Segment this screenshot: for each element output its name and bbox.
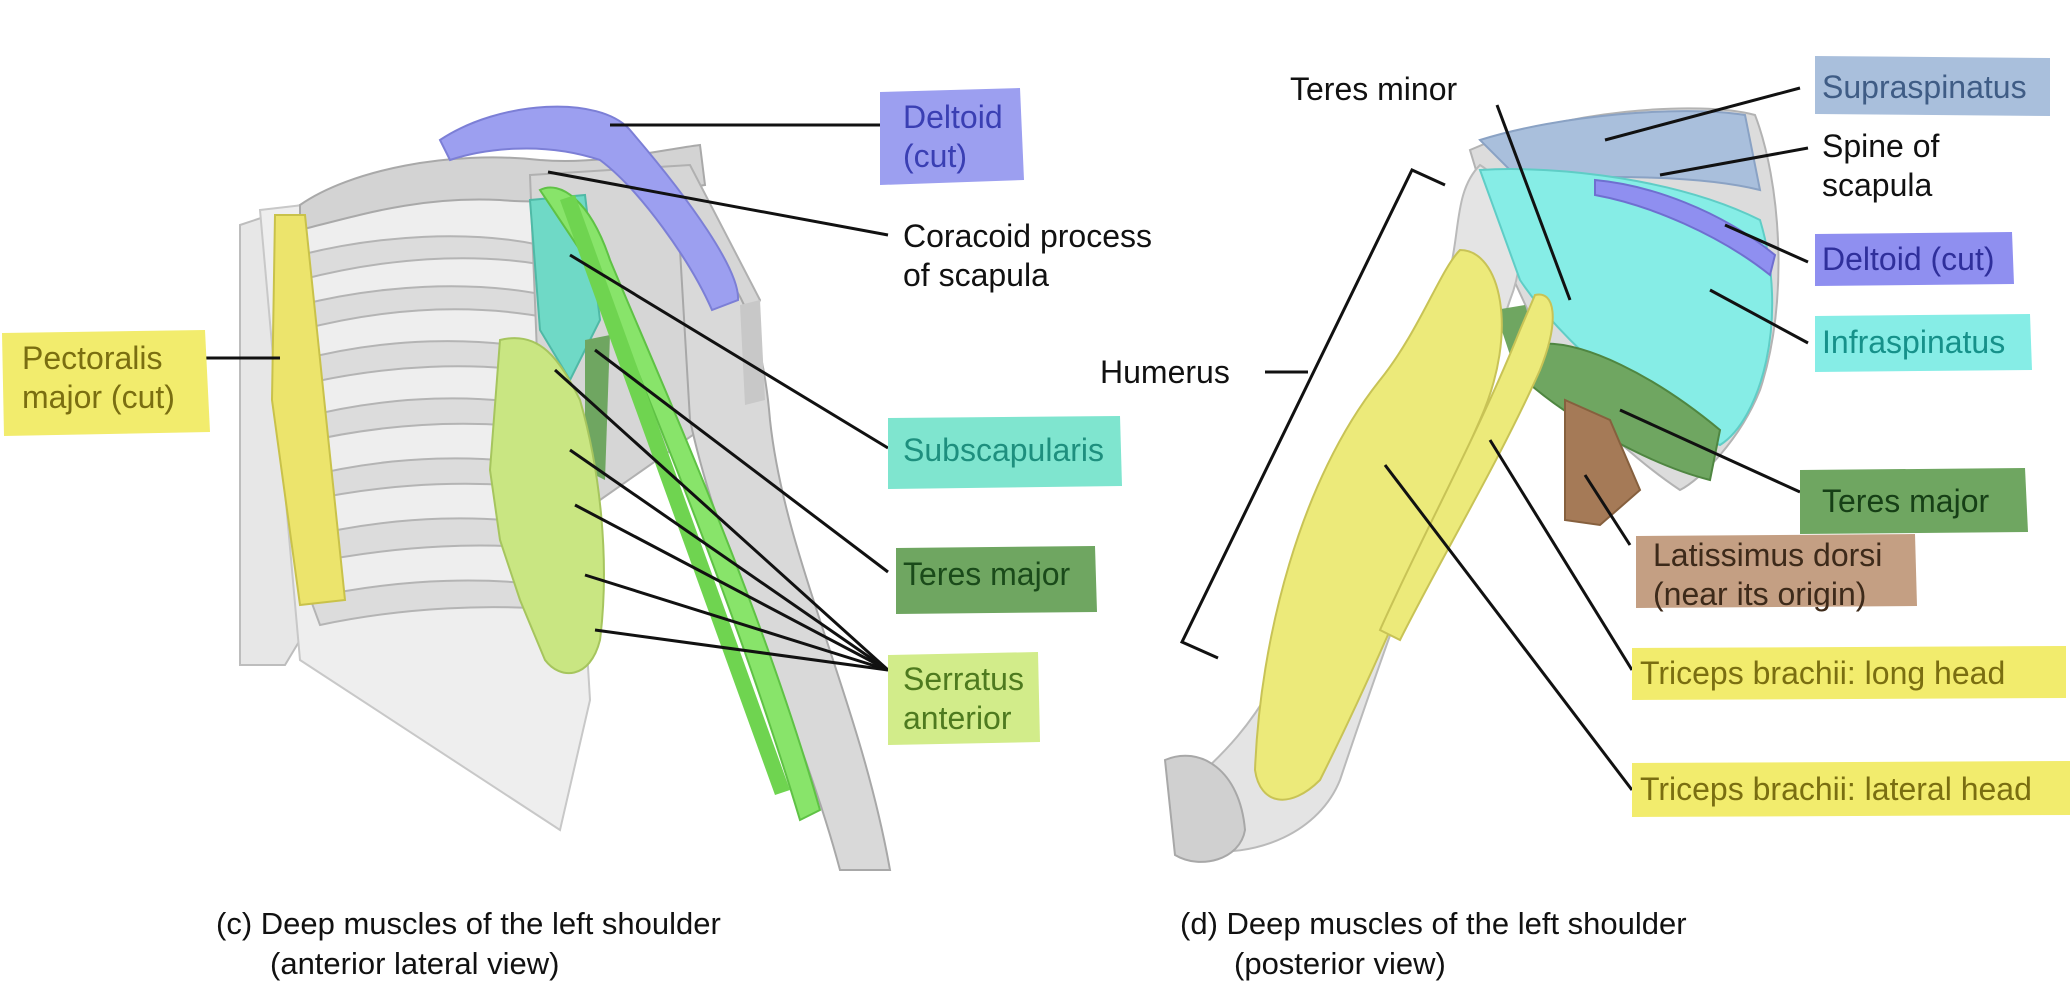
caption-c-line2: (anterior lateral view) (270, 946, 559, 981)
label-latissimus-line1: Latissimus dorsi (1653, 537, 1882, 573)
label-deltoid-d: Deltoid (cut) (1822, 241, 1995, 277)
caption-c-line1: (c) Deep muscles of the left shoulder (216, 906, 721, 941)
panel-d-illustration (1163, 107, 1780, 863)
subscapularis-highlight (888, 416, 1122, 489)
pectoralis-major-muscle (270, 214, 347, 607)
pectoralis-highlight (2, 330, 210, 436)
label-humerus: Humerus (1100, 354, 1230, 390)
label-pectoralis-line2: major (cut) (22, 379, 175, 415)
triceps-long-highlight (1632, 646, 2066, 700)
panel-d-leader-lines (1179, 86, 1809, 791)
deltoid-muscle (438, 105, 740, 312)
deltoid-d-muscle (1594, 178, 1777, 277)
serratus-highlight (888, 652, 1040, 745)
latissimus-muscle (1564, 398, 1642, 527)
label-serratus-line2: anterior (903, 700, 1012, 736)
deltoid-d-highlight (1815, 232, 2014, 286)
label-supraspinatus: Supraspinatus (1822, 69, 2027, 105)
label-teres-major-c: Teres major (903, 556, 1071, 592)
panel-c-caption: (c) Deep muscles of the left shoulder (a… (216, 906, 721, 981)
label-coracoid-line1: Coracoid process (903, 218, 1152, 254)
teres-major-c-highlight (896, 546, 1097, 614)
label-triceps-long: Triceps brachii: long head (1640, 655, 2005, 691)
deltoid-highlight (880, 88, 1024, 185)
triceps-lateral-highlight (1632, 761, 2070, 817)
caption-d-line1: (d) Deep muscles of the left shoulder (1180, 906, 1687, 941)
latissimus-highlight (1636, 534, 1917, 608)
label-triceps-lateral: Triceps brachii: lateral head (1640, 771, 2032, 807)
label-teres-minor: Teres minor (1290, 71, 1458, 107)
label-subscapularis: Subscapularis (903, 432, 1104, 468)
panel-d-labels: Teres minor Supraspinatus Spine of scapu… (1100, 56, 2070, 817)
supraspinatus-highlight (1815, 56, 2050, 116)
panel-c-illustration (239, 105, 892, 871)
label-deltoid-line2: (cut) (903, 138, 967, 174)
label-teres-major-d: Teres major (1822, 483, 1990, 519)
label-deltoid-line1: Deltoid (903, 99, 1003, 135)
panel-c-leader-lines (200, 123, 890, 672)
label-spine-line2: scapula (1822, 167, 1933, 203)
serratus-anterior-muscle (488, 337, 605, 675)
teres-major-d-highlight (1800, 468, 2028, 534)
infraspinatus-highlight (1815, 314, 2032, 372)
label-latissimus-line2: (near its origin) (1653, 576, 1866, 612)
label-infraspinatus: Infraspinatus (1822, 324, 2005, 360)
caption-d-line2: (posterior view) (1234, 946, 1446, 981)
panel-d-caption: (d) Deep muscles of the left shoulder (p… (1180, 906, 1687, 981)
panel-c-labels: Deltoid (cut) Coracoid process of scapul… (2, 88, 1152, 745)
label-serratus-line1: Serratus (903, 661, 1024, 697)
label-spine-line1: Spine of (1822, 128, 1940, 164)
triceps-muscle (1253, 248, 1503, 801)
label-coracoid-line2: of scapula (903, 257, 1049, 293)
label-pectoralis-line1: Pectoralis (22, 340, 163, 376)
